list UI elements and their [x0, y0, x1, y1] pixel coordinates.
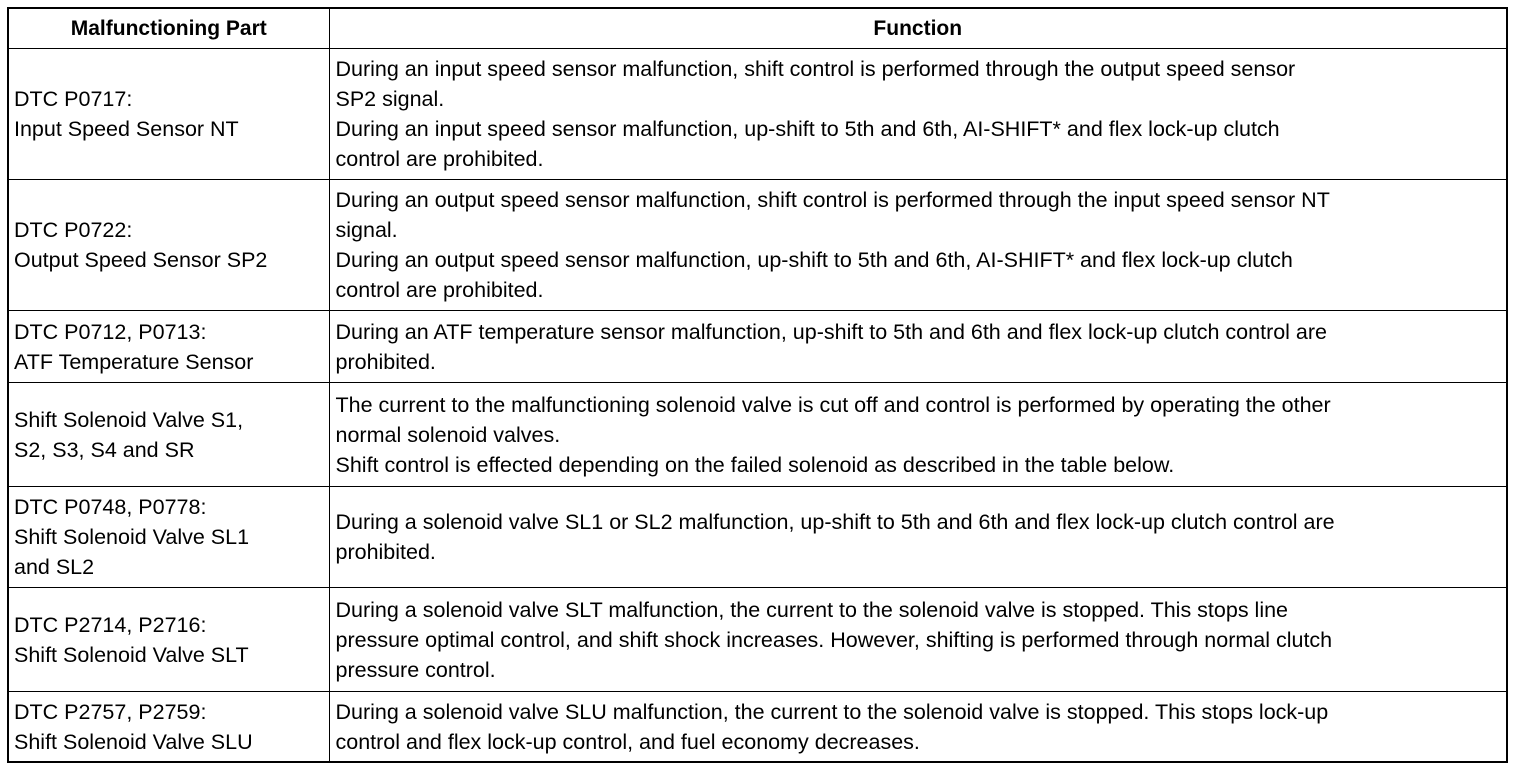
part-line: DTC P2714, P2716: [14, 612, 207, 637]
part-line: DTC P0717: [14, 87, 133, 111]
part-line: Shift Solenoid Valve SLT [14, 642, 249, 667]
table-row: DTC P0712, P0713: ATF Temperature Sensor… [7, 310, 1508, 383]
function-line: pressure control. [335, 657, 496, 682]
function-line: signal. [335, 218, 398, 242]
part-line: DTC P2757, P2759: [14, 699, 207, 724]
table-row: Shift Solenoid Valve S1, S2, S3, S4 and … [7, 382, 1508, 487]
part-cell: DTC P2714, P2716: Shift Solenoid Valve S… [7, 587, 330, 692]
table-row: DTC P2714, P2716: Shift Solenoid Valve S… [7, 587, 1508, 692]
part-line: Input Speed Sensor NT [14, 117, 239, 141]
table-row: DTC P0717: Input Speed Sensor NT During … [7, 48, 1508, 180]
part-line: ATF Temperature Sensor [14, 349, 254, 374]
function-cell: During an ATF temperature sensor malfunc… [328, 310, 1508, 383]
part-cell: DTC P0712, P0713: ATF Temperature Sensor [7, 310, 330, 383]
part-line: Shift Solenoid Valve S1, [14, 407, 244, 432]
table-row: DTC P0748, P0778: Shift Solenoid Valve S… [7, 486, 1508, 588]
function-line: During an output speed sensor malfunctio… [335, 248, 1293, 272]
part-line: DTC P0722: [14, 218, 133, 242]
part-line: Shift Solenoid Valve SLU [14, 729, 253, 754]
part-line: DTC P0712, P0713: [14, 319, 207, 344]
header-function: Function [328, 7, 1508, 49]
header-malfunctioning-part: Malfunctioning Part [7, 7, 330, 49]
function-line: control and flex lock-up control, and fu… [335, 729, 920, 754]
function-line: pressure optimal control, and shift shoc… [335, 627, 1333, 652]
function-line: Shift control is effected depending on t… [335, 452, 1175, 477]
function-line: During an input speed sensor malfunction… [335, 117, 1280, 141]
malfunction-function-table: Malfunctioning Part Function DTC P0717: … [7, 7, 1508, 763]
function-line: normal solenoid valves. [335, 422, 561, 447]
function-cell: During a solenoid valve SL1 or SL2 malfu… [328, 486, 1508, 588]
malfunction-table-container: Malfunctioning Part Function DTC P0717: … [7, 7, 1508, 763]
function-line: control are prohibited. [335, 147, 544, 171]
part-line: Output Speed Sensor SP2 [14, 248, 268, 272]
function-cell: During an output speed sensor malfunctio… [328, 179, 1508, 311]
function-cell: During a solenoid valve SLT malfunction,… [328, 587, 1508, 692]
part-line: and SL2 [14, 555, 95, 579]
function-line: SP2 signal. [335, 87, 445, 111]
table-row: DTC P2757, P2759: Shift Solenoid Valve S… [7, 691, 1508, 763]
function-cell: During a solenoid valve SLU malfunction,… [328, 691, 1508, 763]
part-cell: DTC P0722: Output Speed Sensor SP2 [7, 179, 330, 311]
function-cell: During an input speed sensor malfunction… [328, 48, 1508, 180]
function-line: During an input speed sensor malfunction… [335, 57, 1296, 81]
function-line: During a solenoid valve SLU malfunction,… [335, 699, 1329, 724]
function-line: During an output speed sensor malfunctio… [335, 188, 1330, 212]
function-line: prohibited. [335, 540, 436, 564]
function-line: During an ATF temperature sensor malfunc… [335, 319, 1328, 344]
part-line: Shift Solenoid Valve SL1 [14, 525, 250, 549]
part-cell: DTC P0717: Input Speed Sensor NT [7, 48, 330, 180]
function-line: control are prohibited. [335, 278, 544, 302]
table-row: DTC P0722: Output Speed Sensor SP2 Durin… [7, 179, 1508, 311]
function-line: The current to the malfunctioning soleno… [335, 392, 1331, 417]
function-line: prohibited. [335, 349, 436, 374]
function-cell: The current to the malfunctioning soleno… [328, 382, 1508, 487]
part-cell: DTC P0748, P0778: Shift Solenoid Valve S… [7, 486, 330, 588]
part-cell: Shift Solenoid Valve S1, S2, S3, S4 and … [7, 382, 330, 487]
part-line: DTC P0748, P0778: [14, 495, 207, 519]
part-line: S2, S3, S4 and SR [14, 437, 195, 462]
table-header-row: Malfunctioning Part Function [7, 7, 1508, 49]
function-line: During a solenoid valve SL1 or SL2 malfu… [335, 510, 1335, 534]
function-line: During a solenoid valve SLT malfunction,… [335, 597, 1289, 622]
part-cell: DTC P2757, P2759: Shift Solenoid Valve S… [7, 691, 330, 763]
